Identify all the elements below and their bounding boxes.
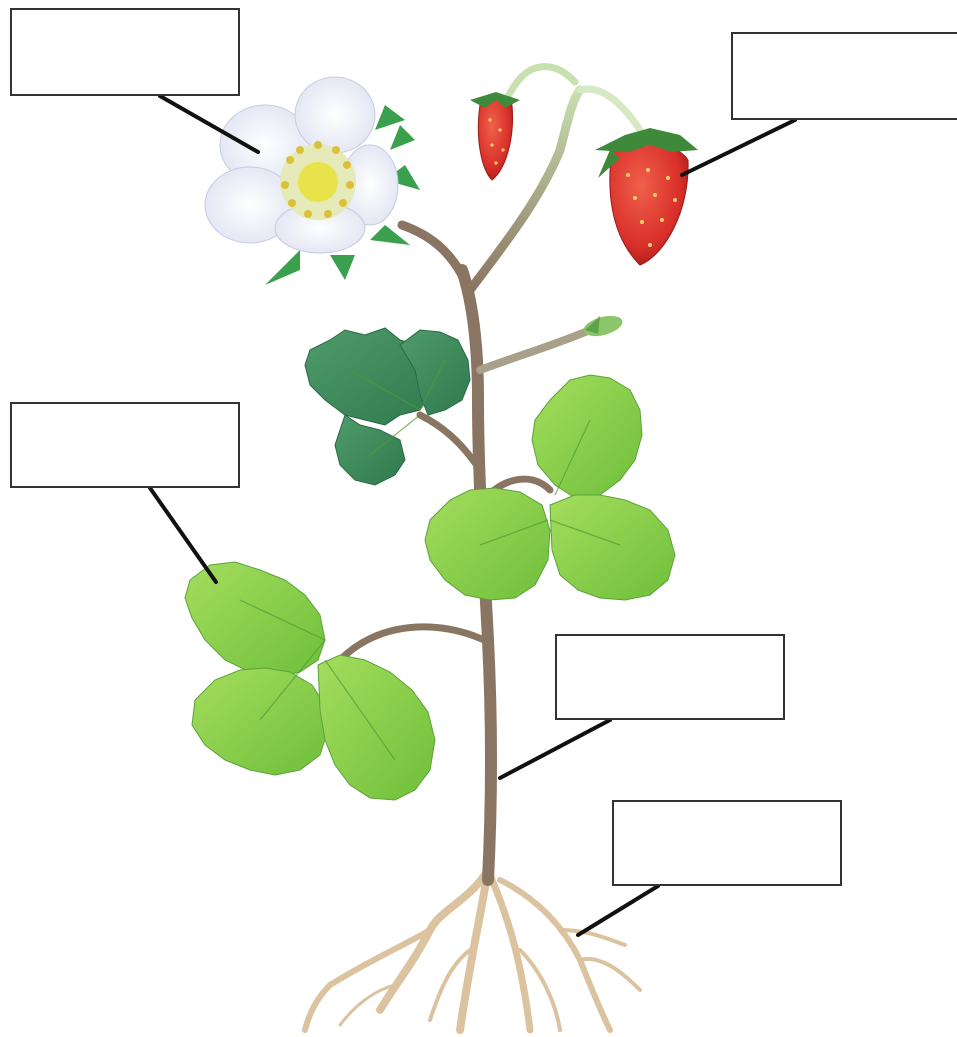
label-box-fruit[interactable] <box>731 32 957 120</box>
strawberry-small <box>470 92 520 180</box>
leaf-lower-left <box>185 562 435 800</box>
flower <box>205 77 420 285</box>
leader-line-root <box>578 886 658 935</box>
label-box-flower[interactable] <box>10 8 240 96</box>
roots <box>305 870 640 1030</box>
leaf-upper-dark <box>305 328 470 485</box>
label-box-leaf[interactable] <box>10 402 240 488</box>
leader-line-leaf <box>150 488 216 582</box>
label-box-stem[interactable] <box>555 634 785 720</box>
label-box-root[interactable] <box>612 800 842 886</box>
leader-line-stem <box>500 720 610 778</box>
leader-line-fruit <box>682 120 795 175</box>
flower-bud <box>581 312 624 340</box>
strawberry-large <box>595 128 698 265</box>
